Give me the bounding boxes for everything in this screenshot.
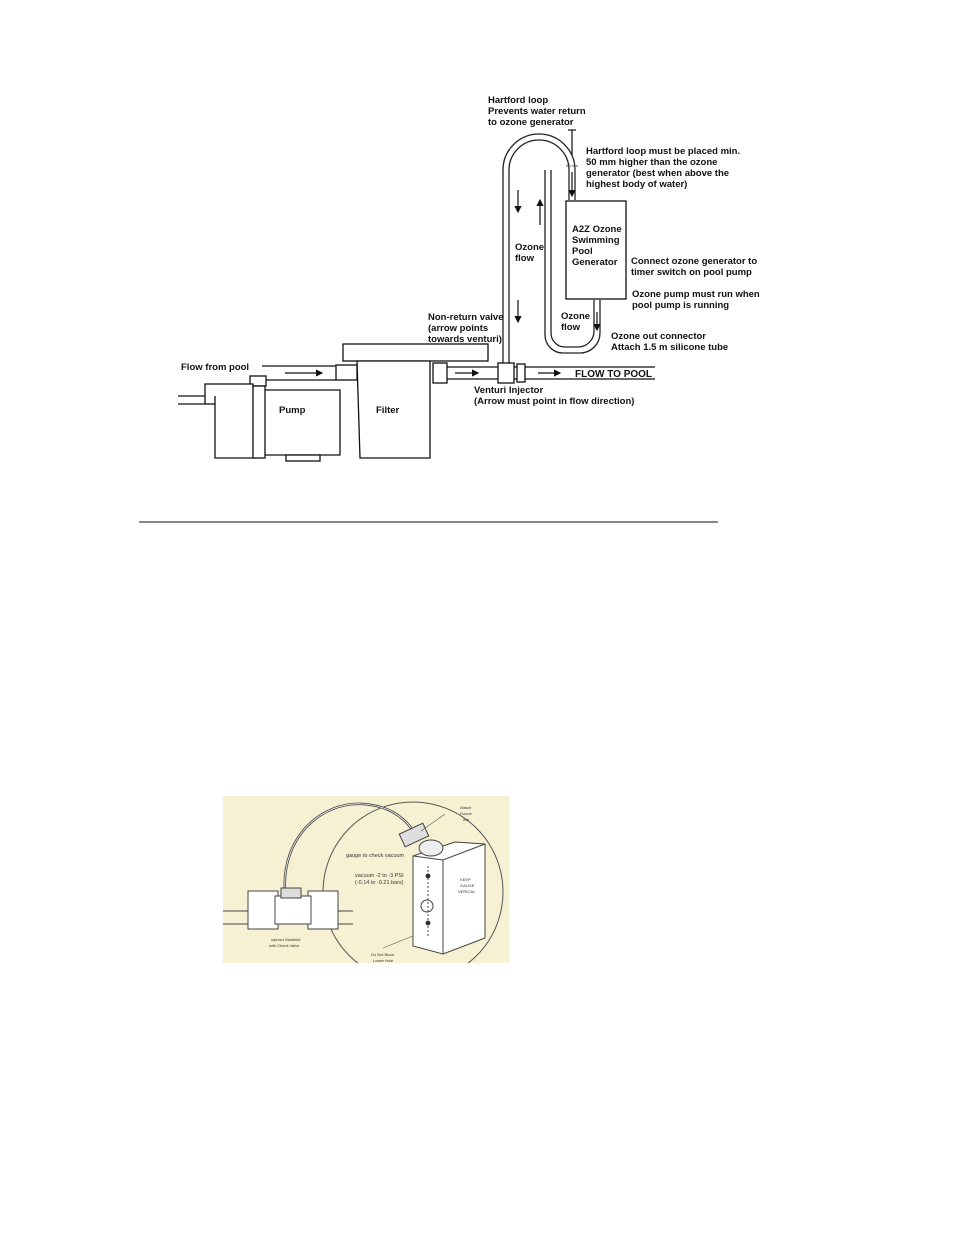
venturi-injector [497,362,515,384]
ozone-flow-arrows [514,190,601,332]
svg-text:A2Z Ozone Swimming Poo: A2Z Ozone Swimming Pool Generator [572,224,624,268]
non-return-valve-note: Non-return valve (arrow points towards v… [428,312,506,345]
filter [335,343,489,459]
pump [204,375,341,462]
hartford-label: Hartford loop Prevents water return to o… [488,95,588,128]
height-dimension [568,129,576,198]
vacuum-gauge-diagram: Attach Ozone line gauge to check vacuum … [223,796,509,963]
filter-label: Filter [376,405,400,416]
keep-gauge-label: KEEP GAUGE VERICAL [458,877,476,894]
ozone-flow-right-label: Ozone flow [561,311,593,333]
height-note: Hartford loop must be placed min. 50 mm … [586,146,743,190]
injector-manifold [223,887,353,930]
ozone-out-note: Ozone out connector Attach 1.5 m silicon… [611,331,728,353]
vacuum-gauge [412,839,486,955]
flow-from-pool-label: Flow from pool [181,362,249,373]
gauge-note: gauge to check vacuum [346,853,405,859]
generator-label-3: Pool [572,246,593,257]
run-note: Ozone pump must run when pool pump is ru… [632,289,762,311]
venturi-note: Venturi Injector (Arrow must point in fl… [474,385,634,407]
hartford-loop-tube [502,133,601,368]
ozone-generator-box [565,200,627,300]
lower-hole-label: Do Not Block Lower Hole [371,952,395,963]
manifold-label: Injector Manifold with Check Valve [269,937,301,948]
timer-note: Connect ozone generator to timer switch … [631,256,760,278]
attach-ozone-label: Attach Ozone line [460,805,473,822]
ozone-flow-left-label: Ozone flow [515,242,547,264]
vacuum-note: vacuum -2 to -3 PSI (-0.14 to -0.21 bars… [355,873,405,886]
flow-to-pool-label: FLOW TO POOL [575,369,652,380]
generator-label-4: Generator [572,257,618,268]
generator-label-1: A2Z Ozone [572,224,622,235]
ozone-installation-diagram: 50 mm A2Z Ozone Swimming Pool Generator … [139,95,762,523]
pump-label: Pump [279,405,306,416]
dim-label: 50 mm [566,163,579,168]
return-pipe [432,362,655,384]
generator-label-2: Swimming [572,235,620,246]
